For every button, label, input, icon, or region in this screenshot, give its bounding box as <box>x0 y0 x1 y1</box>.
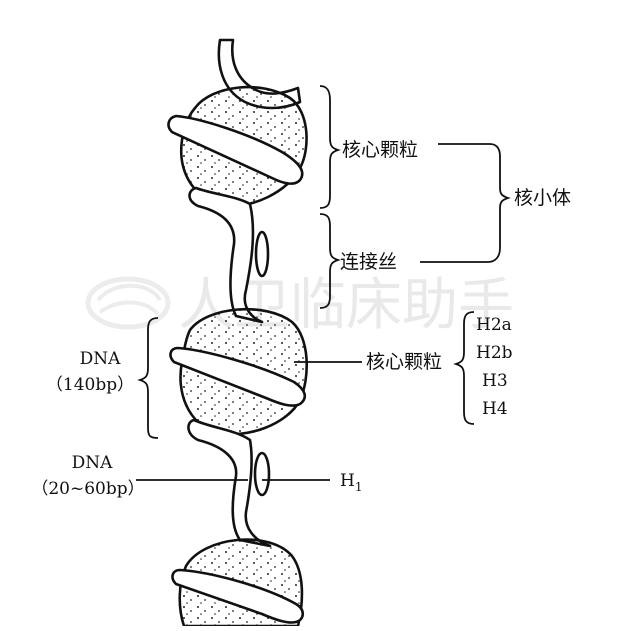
label-linker: 连接丝 <box>340 251 397 273</box>
label-dna-left: DNA <box>80 349 122 369</box>
h1-histone-ring-1 <box>254 230 270 278</box>
label-h1-main: H <box>340 471 355 491</box>
h1-histone-ring-2 <box>253 451 271 497</box>
label-core-particle-top: 核心颗粒 <box>342 139 418 161</box>
brace-core-particle-top <box>319 85 341 209</box>
label-histone-h3: H3 <box>482 371 508 391</box>
nucleosome-core-particle-3 <box>171 538 305 628</box>
watermark: 人卫临床助手 <box>85 273 514 338</box>
linker-dna-1 <box>188 186 270 324</box>
nucleosome-core-particle-2 <box>169 307 308 436</box>
annotation-lines <box>136 85 511 481</box>
label-h1: H1 <box>340 471 362 494</box>
brace-linker <box>319 213 341 309</box>
brace-histones <box>453 311 475 425</box>
dna-wrap-3 <box>171 568 305 624</box>
label-dna-left-length: （140bp） <box>46 375 134 395</box>
watermark-logo-icon <box>85 276 171 330</box>
label-core-particle-right: 核心颗粒 <box>366 351 442 373</box>
label-histone-h2a: H2a <box>476 315 512 335</box>
dna-wrap-1 <box>167 114 304 185</box>
linker-dna-2 <box>187 418 272 548</box>
label-histone-h4: H4 <box>482 399 508 419</box>
brace-dna-140bp <box>137 317 159 439</box>
label-h1-subscript: 1 <box>355 480 363 494</box>
dna-wrap-2 <box>169 346 307 407</box>
label-nucleosome: 核小体 <box>514 187 571 209</box>
watermark-logo-swirl-icon <box>96 283 162 316</box>
label-dna-linker-length: （20~60bp） <box>31 479 144 499</box>
label-histone-h2b: H2b <box>476 343 513 363</box>
label-dna-linker: DNA <box>72 453 114 473</box>
nucleosome-core-particle-1 <box>167 85 308 207</box>
brace-nucleosome <box>420 143 511 263</box>
